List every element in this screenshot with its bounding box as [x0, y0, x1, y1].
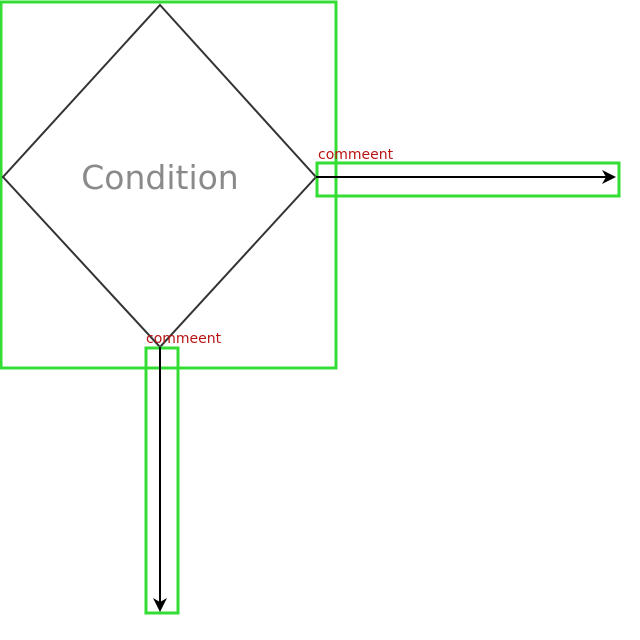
condition-node[interactable]: Condition	[0, 0, 338, 370]
edge-right[interactable]: commeent	[315, 147, 621, 198]
condition-node-bounding-box	[0, 0, 338, 370]
edge-down[interactable]: commeent	[144, 331, 222, 615]
edge-down-bounding-box	[144, 346, 180, 615]
edge-down-label: commeent	[146, 331, 222, 347]
edge-right-label: commeent	[318, 147, 394, 163]
condition-node-label: Condition	[81, 158, 238, 197]
edge-right-bounding-box	[315, 161, 621, 198]
